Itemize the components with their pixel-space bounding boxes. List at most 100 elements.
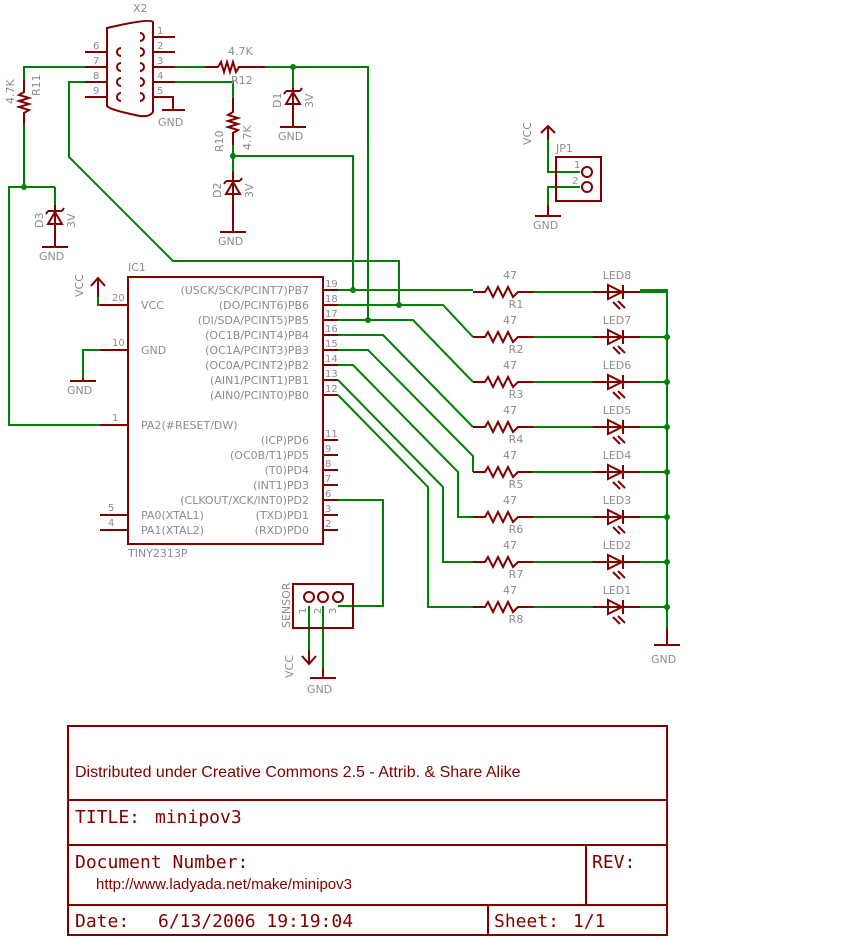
zener-d2[interactable]: D2 3V GND (211, 172, 256, 248)
resistor-r11[interactable]: 4.7K R11 (4, 74, 43, 125)
zener-value: 3V (65, 213, 78, 228)
sheet-value: 1/1 (573, 911, 606, 932)
wire-x2-pin7 (23, 66, 85, 80)
wire-x2-pin4 (175, 81, 234, 98)
wire-pb4 (338, 334, 474, 428)
pin-number: 4 (108, 518, 114, 529)
pin-label: (OC1A/PCINT3)PB3 (205, 344, 309, 357)
wire-pb5 (338, 319, 474, 383)
pin-number: 8 (93, 71, 99, 82)
junction (21, 184, 27, 190)
led-name: LED2 (603, 539, 632, 552)
pin-label: (AIN0/PCINT0)PB0 (210, 389, 309, 402)
ic-left-pins: 20VCC10GND1PA2(#RESET/DW)5PA0(XTAL1)4PA1… (100, 293, 238, 537)
resistor-value: 4.7K (241, 125, 254, 150)
resistor-value: 47 (503, 314, 517, 327)
resistor-symbol (473, 509, 533, 525)
pin-label: (DI/SDA/PCINT5)PB5 (198, 314, 309, 327)
led-icon (607, 508, 625, 526)
jumper-pin-1 (581, 166, 593, 178)
led-icon (607, 418, 625, 436)
ic-part: TINY2313P (127, 547, 188, 560)
resistor-symbol (224, 98, 242, 145)
resistor-name: R10 (213, 130, 226, 152)
gnd-label: GND (278, 130, 303, 143)
pin-number: 5 (108, 503, 114, 514)
light-emission-icon (612, 525, 626, 535)
resistor-r10[interactable]: R10 4.7K (213, 98, 254, 152)
vcc-label: VCC (283, 655, 296, 678)
pin-number: 7 (93, 56, 99, 67)
junction (230, 153, 236, 159)
junction (396, 302, 402, 308)
resistor-symbol (473, 284, 533, 300)
light-emission-icon (612, 345, 626, 355)
ic-name: IC1 (128, 261, 146, 274)
wire-pb3 (338, 349, 474, 472)
title-label: TITLE: (75, 807, 140, 828)
pin-number: 9 (93, 86, 99, 97)
zener-symbol (223, 177, 243, 195)
led-name: LED6 (603, 359, 632, 372)
jumper-name: JP1 (555, 142, 573, 155)
sensor-connector[interactable]: 1 2 3 SENSOR VCC GND (280, 582, 354, 696)
zener-symbol (283, 87, 303, 105)
wire-reset (8, 186, 100, 426)
resistor-value: 4.7K (228, 45, 253, 58)
ic-tiny2313[interactable]: IC1 TINY2313P VCC GND 20VCC10GND1PA2(#RE… (67, 261, 338, 560)
resistor-value: 4.7K (4, 79, 17, 104)
wire-led-gnd-bus (640, 289, 668, 640)
light-emission-icon (612, 480, 626, 490)
led-name: LED5 (603, 404, 632, 417)
resistor-value: 47 (503, 584, 517, 597)
ic-body (127, 276, 324, 545)
jumper-jp1[interactable]: VCC JP1 1 2 GND (521, 122, 602, 232)
zener-d1[interactable]: D1 3V GND (271, 87, 316, 143)
pin-label: VCC (141, 299, 164, 312)
wire-pb0 (337, 394, 473, 608)
pin-label: (ICP)PD6 (261, 434, 309, 447)
pin-number: 5 (157, 86, 163, 97)
led-name: LED8 (603, 269, 632, 282)
title-value: minipov3 (155, 807, 242, 828)
date-label: Date: (75, 911, 129, 932)
resistor-name: R7 (509, 568, 524, 581)
resistor-value: 47 (503, 449, 517, 462)
resistor-name: R11 (30, 74, 43, 96)
sensor-pin-1 (303, 591, 315, 603)
resistor-symbol (473, 599, 533, 615)
wire-pb6 (338, 304, 474, 338)
sensor-name: SENSOR (280, 582, 293, 628)
pin-label: PA0(XTAL1) (141, 509, 204, 522)
pin-number: 6 (325, 489, 331, 500)
led-name: LED7 (603, 314, 632, 327)
pin-number: 2 (572, 176, 578, 187)
db9-pins-right (139, 32, 185, 111)
zener-d3[interactable]: D3 3V GND (33, 205, 78, 263)
led-rows: 47R1LED847R2LED747R3LED647R4LED547R5LED4… (473, 269, 670, 626)
connector-x2[interactable]: X2 1 2 3 4 5 6 7 8 9 GND (85, 2, 185, 129)
resistor-value: 47 (503, 269, 517, 282)
jumper-body (555, 156, 602, 202)
vcc-label: VCC (73, 274, 86, 297)
junctions (21, 64, 402, 323)
zener-value: 3V (303, 93, 316, 108)
resistor-r12[interactable]: 4.7K R12 (205, 45, 265, 87)
resistor-value: 47 (503, 359, 517, 372)
pin-number: 3 (328, 608, 339, 614)
doc-number-value: http://www.ladyada.net/make/minipov3 (96, 876, 352, 893)
pin-number: 8 (325, 459, 331, 470)
junction (350, 287, 356, 293)
x2-label: X2 (133, 2, 148, 15)
pin-label: (INT1)PD3 (253, 479, 309, 492)
resistor-symbol (473, 419, 533, 435)
pin-label: (AIN1/PCINT1)PB1 (210, 374, 309, 387)
